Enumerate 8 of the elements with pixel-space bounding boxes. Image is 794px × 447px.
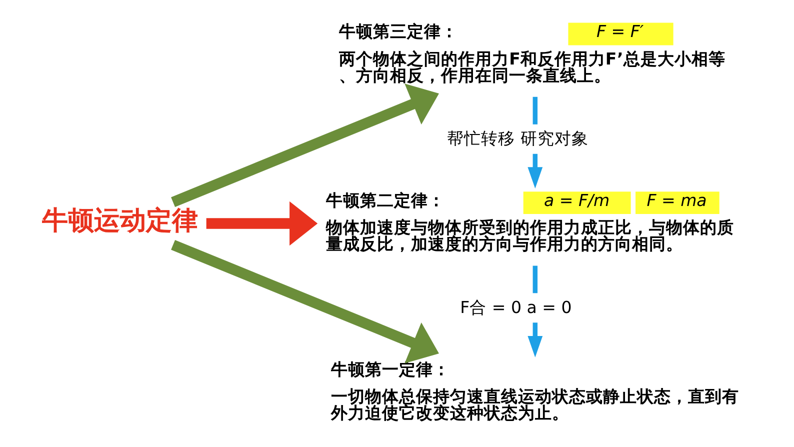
node-label: 物体加速度与物体所受到的作用力成正比，与物体的质量成反比，加速度的方向与作用力的方向相同。 [326,218,734,254]
node-label: 牛顿第三定律： [339,22,458,42]
node-text: 牛顿运动定律 [42,206,198,236]
edge-label: F合 = 0 a = 0 [460,298,572,317]
node-label: 两个物体之间的作用力F和反作用力F’总是大小相等、方向相反，作用在同一条直线上。 [339,49,726,85]
node-label: 牛顿第二定律： [326,191,446,210]
node-text: 牛顿第一定律： 一切物体总保持匀速直线运动状态或静止状态，直到有外力迫使它改变这种状态为止。 [330,360,739,423]
edge-label: 帮忙转移 研究对象 [447,129,588,148]
